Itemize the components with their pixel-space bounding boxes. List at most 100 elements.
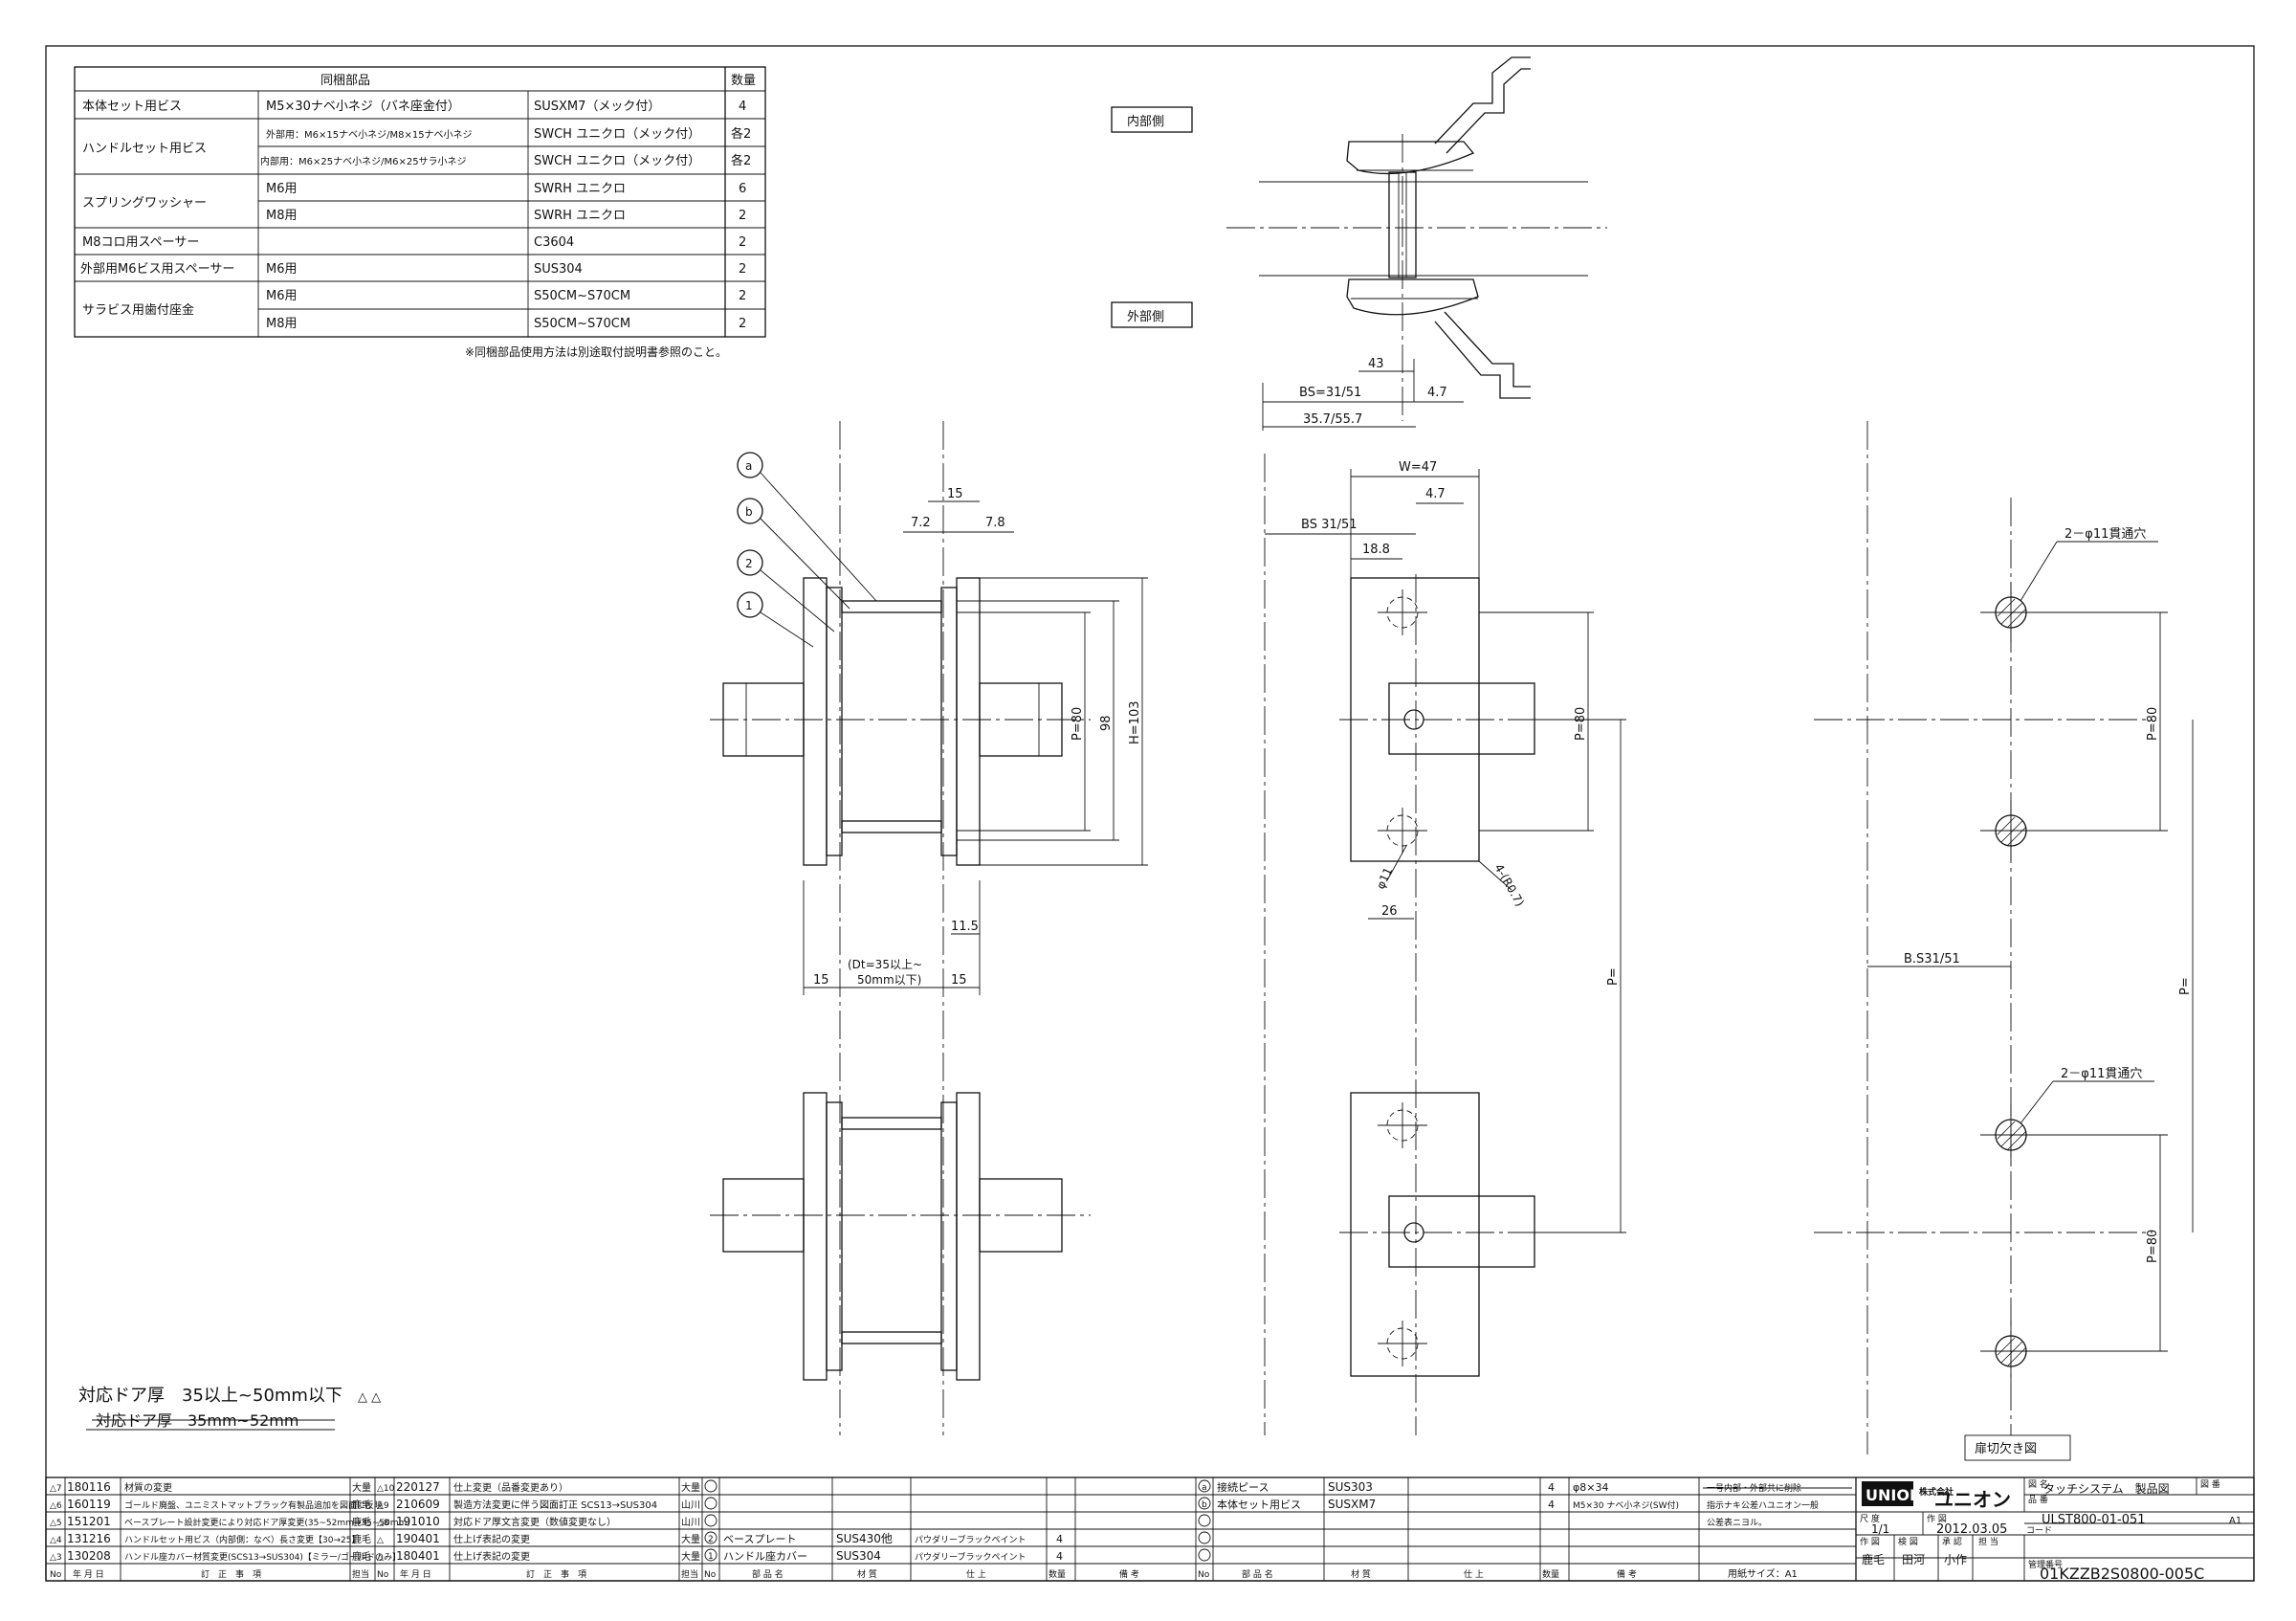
union-logo: UNION	[1866, 1486, 1922, 1504]
hole-note-upper: 2－φ11貫通穴	[2064, 527, 2146, 542]
parts-header-no: No	[704, 1570, 717, 1580]
dim-p80-side: P=80	[1071, 707, 1085, 741]
svg-text:a: a	[1202, 1483, 1207, 1493]
svg-text:大量: 大量	[681, 1550, 700, 1563]
checked-by: 田河	[1902, 1553, 1925, 1566]
dim-4-7-front: 4.7	[1425, 487, 1446, 501]
svg-text:130208: 130208	[67, 1549, 111, 1563]
svg-text:△7: △7	[50, 1484, 62, 1494]
svg-text:2: 2	[708, 1535, 714, 1544]
dim-bs-top: BS=31/51	[1299, 386, 1361, 400]
note-tolerance-1: 指示ナキ公差ハユニオン一般	[1707, 1499, 1819, 1511]
dim-35-7: 35.7/55.7	[1303, 412, 1362, 427]
parts-row-qty: 各2	[731, 126, 751, 142]
dim-dt-line1: (Dt=35以上~	[848, 958, 922, 971]
svg-text:1: 1	[708, 1552, 714, 1562]
dim-7-2: 7.2	[911, 516, 931, 530]
union-logo-box	[1862, 1481, 1913, 1506]
balloon-a: a	[745, 459, 752, 473]
svg-text:山川: 山川	[681, 1499, 700, 1511]
svg-text:SUS430他: SUS430他	[836, 1532, 893, 1545]
parts-row-spec: M6用	[266, 289, 298, 303]
outer-side-label: 外部側	[1127, 310, 1164, 324]
scale-value: 1/1	[1871, 1522, 1889, 1536]
outer-side-label-box	[1111, 301, 1193, 328]
parts-header-qty: 数量	[1542, 1568, 1559, 1580]
svg-text:φ8×34: φ8×34	[1573, 1481, 1608, 1494]
parts-row-material: S50CM~S70CM	[534, 317, 630, 331]
door-cutout-view: 2－φ11貫通穴 2－φ11貫通穴 P=80 P=80 P= B.S31/51 …	[1814, 421, 2194, 1461]
mgmt-no: 01KZZB2S0800-005C	[2040, 1565, 2204, 1583]
parts-row-qty: 2	[739, 317, 746, 331]
svg-text:SUSXM7: SUSXM7	[1328, 1498, 1376, 1511]
svg-text:パウダリーブラックペイント: パウダリーブラックペイント	[915, 1551, 1026, 1563]
svg-text:ハンドル座カバー材質変更(SCS13→SUS304)【ミラー: ハンドル座カバー材質変更(SCS13→SUS304)【ミラー/ゴールドのみ】	[124, 1551, 401, 1563]
parts-row-name: 外部用M6ビス用スペーサー	[80, 262, 234, 277]
svg-text:仕上げ表記の変更: 仕上げ表記の変更	[453, 1550, 530, 1563]
rev-header-no: No	[50, 1570, 62, 1580]
dim-p80-front: P=80	[1574, 707, 1588, 741]
fig-name: タッチシステム 製品図	[2043, 1482, 2170, 1496]
rev-header-by: 担当	[352, 1568, 369, 1580]
approved-label: 承 認	[1942, 1536, 1962, 1547]
revision-row: △8 191010 対応ドア厚文言変更（数値変更なし） 山川	[377, 1515, 700, 1528]
side-section-view: a b 2 1 15 7.2 7.8 P=80 98 H=103 11.5 15	[710, 421, 1148, 1435]
note-tolerance-2: 公差表ニヨル。	[1707, 1517, 1767, 1528]
parts-row-qty: 2	[739, 262, 746, 277]
dim-p80-cutout-upper: P=80	[2146, 707, 2160, 741]
dim-bs-cutout: B.S31/51	[1904, 952, 1960, 966]
svg-text:仕上変更（品番変更あり）: 仕上変更（品番変更あり）	[453, 1481, 568, 1494]
svg-text:b: b	[1202, 1500, 1207, 1510]
svg-text:鹿毛: 鹿毛	[352, 1533, 371, 1545]
parts-row-qty: 6	[739, 182, 746, 196]
svg-text:ハンドルセット用ビス（内部側：なべ）長さ変更【30→25】: ハンドルセット用ビス（内部側：なべ）長さ変更【30→25】	[124, 1534, 360, 1545]
dim-43: 43	[1368, 357, 1384, 371]
svg-text:220127: 220127	[396, 1480, 440, 1494]
svg-text:大量: 大量	[352, 1481, 371, 1494]
parts-row-qty: 2	[739, 289, 746, 303]
paper-size: 用紙サイズ：A1	[1728, 1567, 1798, 1580]
bottom-title-block: △7 180116 材質の変更 大量 △6 160119 ゴールド廃盤、ユニミス…	[45, 1477, 2255, 1583]
parts-list-row: 2 ベースプレート SUS430他 パウダリーブラックペイント 4	[708, 1532, 1063, 1545]
fig-name-label: 図 名	[2028, 1478, 2048, 1490]
bundled-parts-table: 同梱部品 数量 本体セット用ビス M5×30ナベ小ネジ（バネ座金付） SUSXM…	[74, 66, 766, 359]
rev-header-date: 年 月 日	[73, 1568, 104, 1580]
cutout-hole	[1980, 800, 2042, 861]
svg-text:ゴールド廃盤、ユニミストマットブラック有製品追加を図面に反映: ゴールド廃盤、ユニミストマットブラック有製品追加を図面に反映	[124, 1499, 383, 1511]
rev-code: A1	[2229, 1516, 2241, 1526]
parts-row-qty: 4	[739, 100, 746, 114]
drawn-by: 鹿毛	[1862, 1552, 1885, 1566]
dim-bs-front: BS 31/51	[1301, 518, 1358, 532]
revision-row: △ 180401 仕上げ表記の変更 大量	[377, 1549, 700, 1563]
parts-row-qty: 2	[739, 235, 746, 250]
svg-text:4: 4	[1056, 1550, 1063, 1563]
svg-text:SUS303: SUS303	[1328, 1480, 1373, 1494]
parts-row-material: SWRH ユニクロ	[534, 182, 626, 196]
svg-text:210609: 210609	[396, 1498, 440, 1511]
balloon-b: b	[745, 505, 753, 519]
parts-row-spec: M8用	[266, 317, 298, 331]
parts-row-spec: 外部用：M6×15ナベ小ネジ/M8×15ナベ小ネジ	[266, 128, 473, 141]
code-label: コード	[2026, 1526, 2052, 1536]
door-thickness-old-note: 対応ドア厚 35mm~52mm	[96, 1411, 298, 1430]
svg-text:180401: 180401	[396, 1549, 440, 1563]
svg-text:パウダリーブラックペイント: パウダリーブラックペイント	[915, 1534, 1026, 1545]
svg-text:160119: 160119	[67, 1498, 111, 1511]
svg-text:ベースプレート設計変更により対応ドア厚変更(35~52mm→: ベースプレート設計変更により対応ドア厚変更(35~52mm→35~50mm)	[124, 1517, 410, 1528]
parts-row-material: C3604	[534, 235, 574, 250]
svg-text:4: 4	[1056, 1533, 1063, 1545]
svg-text:仕上げ表記の変更: 仕上げ表記の変更	[453, 1533, 530, 1545]
svg-text:大量: 大量	[681, 1533, 700, 1545]
parts-row-name: スプリングワッシャー	[82, 196, 207, 211]
parts-list-row: b 本体セット用ビス SUSXM7 4 M5×30 ナベ小ネジ(SW付)	[1202, 1498, 1679, 1511]
parts-row-spec: M6用	[266, 182, 298, 196]
parts-header-name: 部 品 名	[1242, 1568, 1273, 1580]
dim-11-5: 11.5	[951, 920, 979, 934]
svg-text:4: 4	[1548, 1481, 1555, 1494]
parts-header-note: 備 考	[1119, 1568, 1139, 1580]
revision-row: △4 131216 ハンドルセット用ビス（内部側：なべ）長さ変更【30→25】 …	[50, 1532, 371, 1545]
product-code: ULST800-01-051	[2042, 1513, 2146, 1527]
svg-text:△6: △6	[50, 1501, 62, 1511]
svg-text:△9: △9	[377, 1501, 389, 1511]
